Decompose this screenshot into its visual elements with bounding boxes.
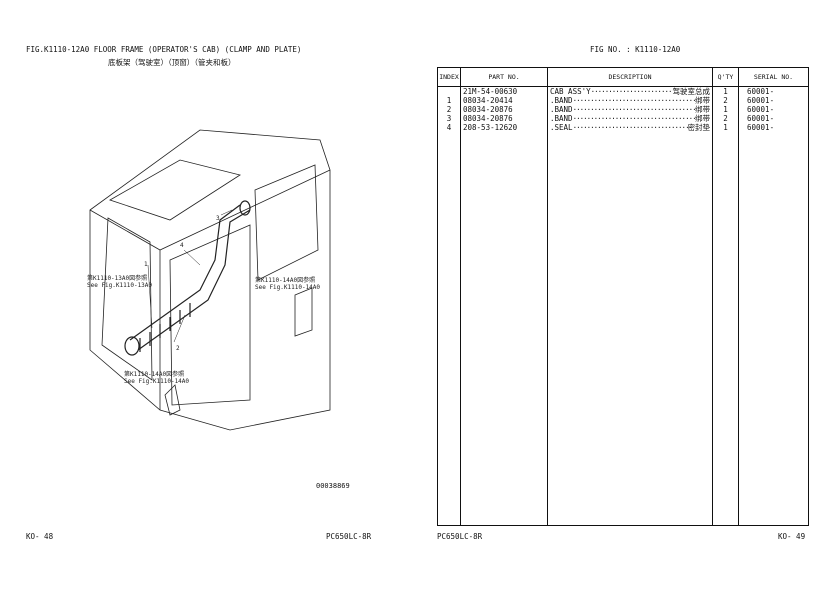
cell-qty: 1 [712,105,739,114]
figure-title: FIG.K1110-12A0 FLOOR FRAME (OPERATOR'S C… [26,45,302,54]
cell-part-no: 208-53-12620 [460,123,548,132]
cell-part-no: 08034-20876 [460,114,548,123]
description-en: .BAND [550,96,573,105]
model-left: PC650LC-8R [326,532,372,541]
cell-qty: 2 [712,96,739,105]
reference-note-en: See Fig.K1110-14A0 [124,378,189,385]
cell-part-no: 21M-54-00630 [460,86,548,96]
cell-description: .BAND 绑带 [547,96,713,105]
cell-serial-no: 60001- [738,114,809,123]
reference-note-cn: 第K1110-14A0図参照 [124,370,184,378]
cell-qty: 1 [712,86,739,96]
cell-index [437,86,461,96]
cell-index: 4 [437,123,461,132]
cell-index: 2 [437,105,461,114]
page-number-right: KO- 49 [778,532,806,541]
reference-note-cn: 第K1110-13A0図参照 [87,274,147,282]
door-handle [164,384,181,416]
header-description: DESCRIPTION [547,67,713,87]
cell-serial-no: 60001- [738,123,809,132]
cell-index: 1 [437,96,461,105]
dot-leader [573,105,695,114]
side-vent [294,287,313,337]
description-cn: 绑带 [695,96,710,105]
description-cn: 密封垫 [687,123,711,132]
description-cn: 绑带 [695,105,710,114]
cell-description: .SEAL 密封垫 [547,123,713,132]
table-filler [437,132,809,526]
description-en: .BAND [550,114,573,123]
table-header: INDEX PART NO. DESCRIPTION Q'TY SERIAL N… [437,67,809,87]
dot-leader [573,114,695,123]
description-en: .SEAL [550,123,573,132]
door [169,224,251,406]
callout-lines [147,209,233,343]
header-qty: Q'TY [712,67,739,87]
header-index: INDEX [437,67,461,87]
cell-description: .BAND 绑带 [547,114,713,123]
dot-leader [573,96,695,105]
roof-edge [89,169,331,251]
cell-qty: 2 [712,114,739,123]
dot-leader [573,123,688,132]
figure-subtitle: 底板架（驾驶室）（顶窗）（管夹和板） [108,58,236,67]
cell-part-no: 08034-20414 [460,96,548,105]
dot-leader [591,87,673,96]
cell-index: 3 [437,114,461,123]
page-number-left: KO- 48 [26,532,54,541]
cell-serial-no: 60001- [738,86,809,96]
cell-description: CAB ASS'Y 驾驶室总成 [547,86,713,96]
cab-outline [89,129,331,431]
reference-note-en: See Fig.K1110-13A0 [87,282,152,289]
figure-id: 00038869 [316,482,350,490]
model-right: PC650LC-8R [437,532,483,541]
description-cn: 绑带 [695,114,710,123]
callout-1: 1 [144,261,148,268]
rear-window [254,164,319,281]
description-en: .BAND [550,105,573,114]
description-cn: 驾驶室总成 [672,87,711,96]
header-part-no: PART NO. [460,67,548,87]
cab-illustration: 1 2 3 4 第K1110-13A0図参照 See Fig.K1110-13A… [87,129,331,431]
parts-table: INDEX PART NO. DESCRIPTION Q'TY SERIAL N… [437,67,809,526]
cell-part-no: 08034-20876 [460,105,548,114]
cell-description: .BAND 绑带 [547,105,713,114]
reference-note-cn: 第K1110-14A0図参照 [255,276,315,284]
description-en: CAB ASS'Y [550,87,591,96]
header-serial-no: SERIAL NO. [738,67,809,87]
callout-4: 4 [180,242,184,249]
cell-serial-no: 60001- [738,105,809,114]
front-window [101,217,153,381]
cell-serial-no: 60001- [738,96,809,105]
callout-3: 3 [216,215,220,222]
callout-2: 2 [176,345,180,352]
reference-note-en: See Fig.K1110-14A0 [255,284,320,291]
cell-qty: 1 [712,123,739,132]
duct-hoses [124,200,251,356]
figure-number: FIG NO. : K1110-12A0 [590,45,681,54]
roof-hatch [109,159,241,221]
